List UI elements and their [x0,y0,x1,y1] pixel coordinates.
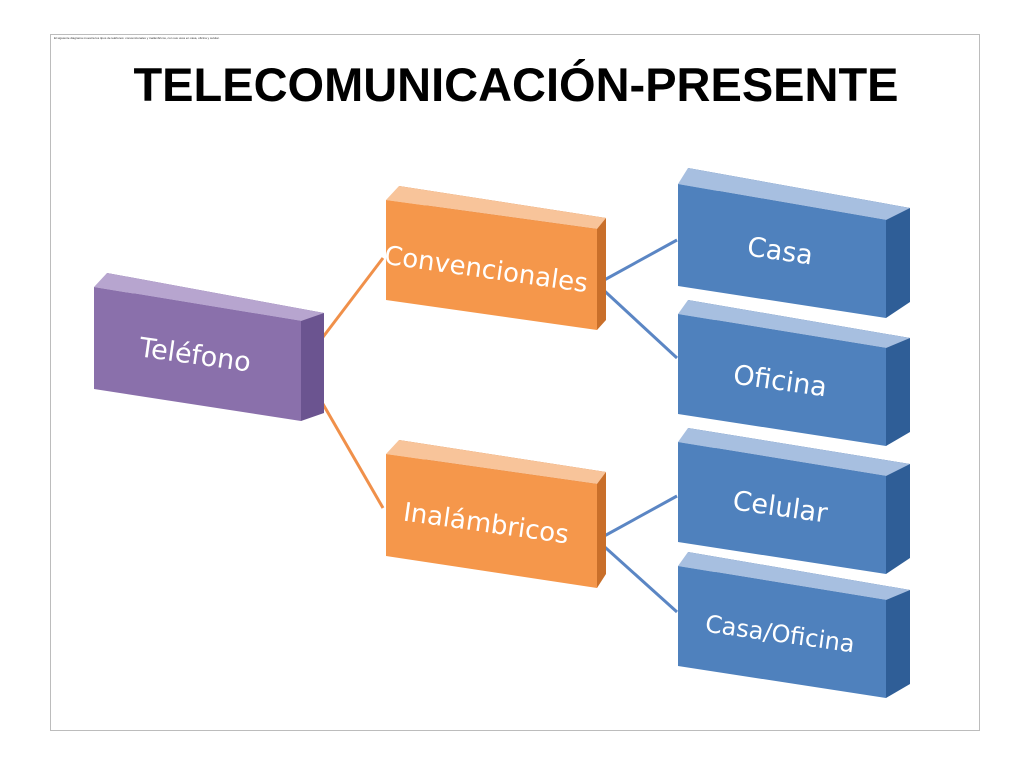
node-casa-face [678,184,886,318]
node-telefono-top [94,273,324,321]
node-inalambricos: Inalámbricos [386,440,606,588]
node-inalambricos-face [386,454,597,588]
slide-title: TELECOMUNICACIÓN-PRESENTE [133,58,899,111]
node-celular-top [678,428,910,476]
connector-convencionales-casa [596,238,678,286]
header-note: El siguiente diagrama muestra los tipos … [54,36,220,40]
node-casa-oficina-face [678,566,886,698]
connector-inalambricos-celular [596,494,678,542]
node-oficina: Oficina [678,300,910,446]
node-casa-oficina: Casa/Oficina [678,552,910,698]
node-celular: Celular [678,428,910,574]
node-telefono: Teléfono [94,273,324,421]
node-convencionales-face [386,200,597,330]
node-casa-top [678,168,910,220]
node-telefono-face [94,287,301,421]
node-inalambricos-top [386,440,606,484]
connector-convencionales-oficina [595,282,679,360]
node-celular-face [678,442,886,574]
node-oficina-face [678,314,886,446]
node-oficina-top [678,300,910,348]
node-casa: Casa [678,168,910,318]
connector-inalambricos-casaoficina [595,538,679,614]
node-convencionales-top [386,186,606,229]
node-convencionales: Convencionales [382,186,606,330]
node-casa-oficina-top [678,552,910,600]
